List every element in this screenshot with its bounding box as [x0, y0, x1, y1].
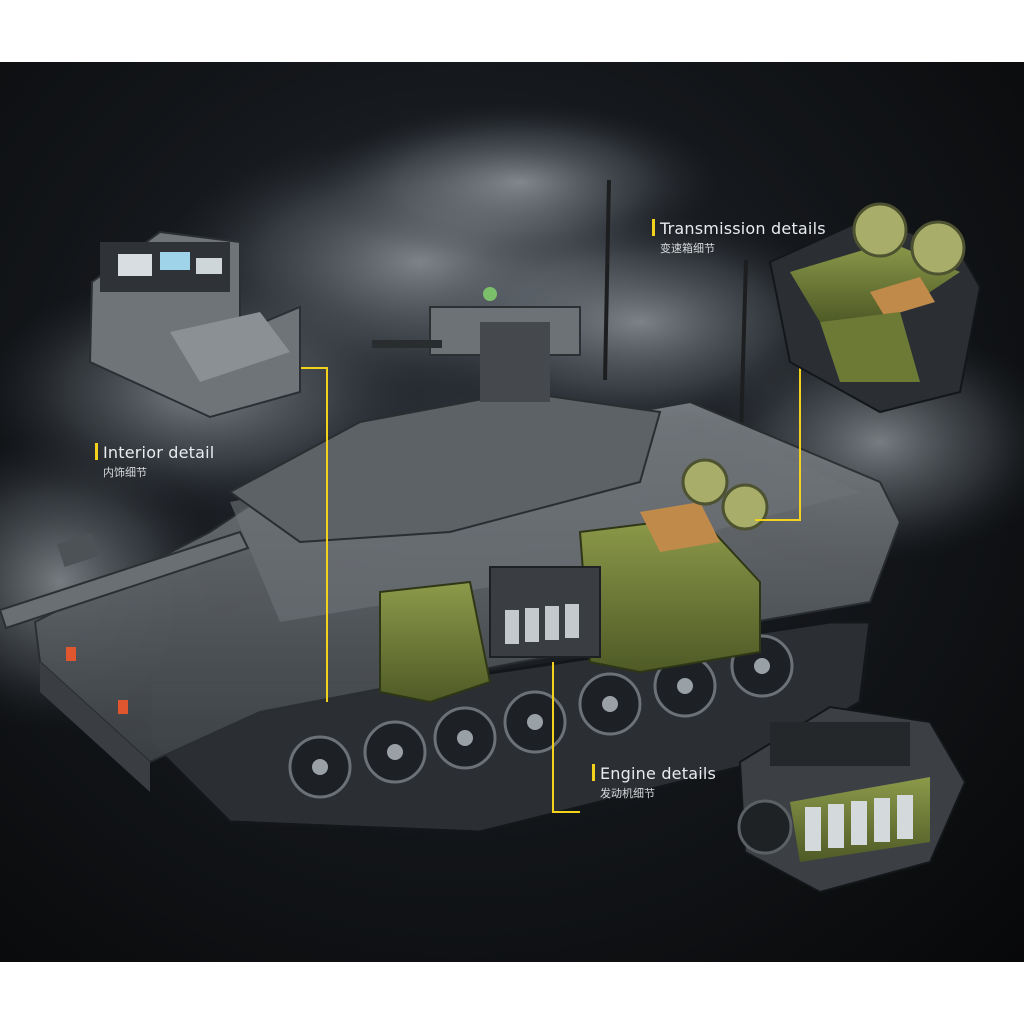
- interior-callout: Interior detail 内饰细节: [95, 443, 214, 480]
- interior-callout-subtitle: 内饰细节: [103, 466, 147, 479]
- transmission-callout-title: Transmission details: [660, 219, 826, 238]
- product-image: Transmission details 变速箱细节 Interior deta…: [0, 62, 1024, 962]
- tank-tracks: [148, 620, 872, 834]
- antennas: [603, 179, 748, 435]
- transmission-callout-subtitle: 变速箱细节: [660, 242, 715, 255]
- main-gun: [0, 530, 250, 630]
- interior-callout-title: Interior detail: [103, 443, 215, 462]
- interior-detail-inset: [88, 230, 301, 419]
- engine-detail-inset: [737, 705, 967, 894]
- transmission-detail-inset: [768, 202, 982, 414]
- engine-callout: Engine details 发动机细节: [592, 764, 716, 801]
- engine-bay: [379, 458, 769, 704]
- callout-accent-bar: [592, 764, 595, 781]
- engine-callout-title: Engine details: [600, 764, 717, 783]
- callout-accent-bar: [652, 219, 655, 236]
- engine-callout-subtitle: 发动机细节: [600, 787, 655, 800]
- transmission-callout: Transmission details 变速箱细节: [652, 219, 826, 256]
- tank-cutaway-illustration: [0, 102, 1024, 894]
- callout-accent-bar: [95, 443, 98, 460]
- turret: [228, 287, 662, 544]
